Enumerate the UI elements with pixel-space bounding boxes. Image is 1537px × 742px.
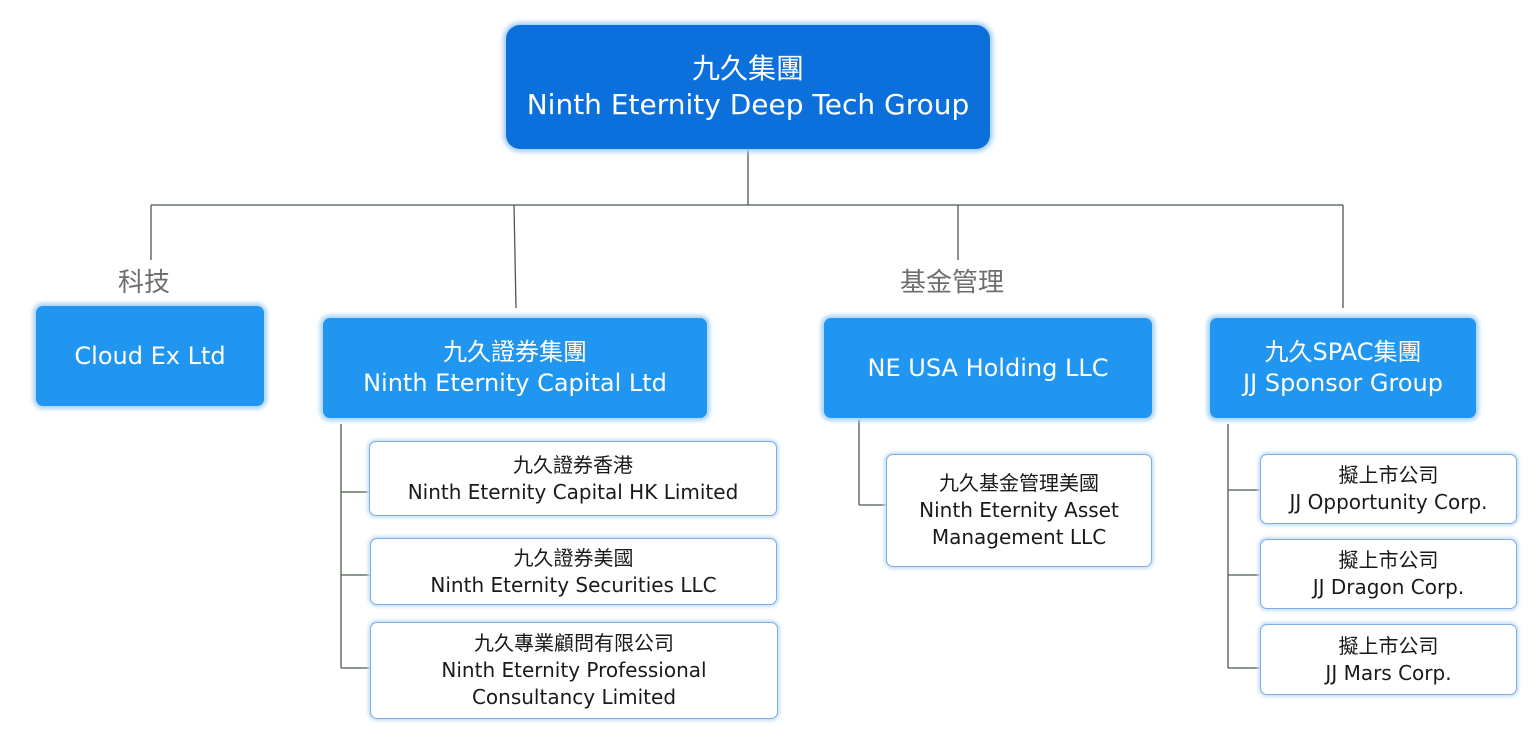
branch-spac: 九久SPAC集團 JJ Sponsor Group	[1210, 318, 1476, 418]
capital-child-hk: 九久證券香港 Ninth Eternity Capital HK Limited	[369, 441, 777, 516]
root-chinese-name: 九久集團	[691, 52, 804, 85]
spac-child-opportunity-chinese: 擬上市公司	[1338, 463, 1439, 487]
capital-child-consultancy-english-2: Consultancy Limited	[471, 685, 677, 709]
drop-capital	[513, 204, 517, 309]
spac-child-dragon-english: JJ Dragon Corp.	[1312, 575, 1465, 599]
capital-child-securities-chinese: 九久證券美國	[513, 545, 634, 570]
branch-capital: 九久證券集團 Ninth Eternity Capital Ltd	[323, 318, 707, 418]
branch-spac-english: JJ Sponsor Group	[1243, 369, 1443, 397]
branch-cloud-ex: Cloud Ex Ltd	[36, 306, 264, 406]
spac-child-opportunity: 擬上市公司 JJ Opportunity Corp.	[1260, 454, 1517, 524]
branch-capital-chinese: 九久證券集團	[443, 338, 587, 366]
branch-spac-chinese: 九久SPAC集團	[1264, 338, 1422, 366]
spac-child-dragon-chinese: 擬上市公司	[1338, 548, 1439, 572]
capital-child-securities-english: Ninth Eternity Securities LLC	[430, 572, 717, 597]
usa-child-asset-mgmt-english-2: Management LLC	[931, 525, 1107, 549]
capital-child-consultancy-chinese: 九久專業顧問有限公司	[474, 631, 674, 655]
spac-child-mars-english: JJ Mars Corp.	[1325, 660, 1452, 685]
branch-usa-holding-name: NE USA Holding LLC	[867, 353, 1109, 382]
spac-child-dragon: 擬上市公司 JJ Dragon Corp.	[1260, 539, 1517, 609]
category-tech-label: 科技	[118, 268, 171, 298]
branch-cloud-ex-name: Cloud Ex Ltd	[74, 341, 226, 370]
capital-child-consultancy-english-1: Ninth Eternity Professional	[441, 658, 707, 682]
capital-child-hk-chinese: 九久證券香港	[513, 452, 633, 477]
usa-child-asset-mgmt-english-1: Ninth Eternity Asset	[919, 498, 1119, 522]
spac-child-opportunity-english: JJ Opportunity Corp.	[1289, 490, 1488, 514]
capital-child-consultancy: 九久專業顧問有限公司 Ninth Eternity Professional C…	[370, 622, 778, 719]
branch-capital-english: Ninth Eternity Capital Ltd	[363, 369, 667, 397]
usa-child-asset-mgmt: 九久基金管理美國 Ninth Eternity Asset Management…	[886, 454, 1152, 567]
spac-child-mars: 擬上市公司 JJ Mars Corp.	[1260, 624, 1517, 695]
capital-child-securities: 九久證券美國 Ninth Eternity Securities LLC	[370, 538, 777, 605]
spac-child-mars-chinese: 擬上市公司	[1338, 633, 1439, 658]
root-node: 九久集團 Ninth Eternity Deep Tech Group	[506, 25, 990, 149]
usa-child-asset-mgmt-chinese: 九久基金管理美國	[939, 471, 1099, 495]
category-fund-label: 基金管理	[900, 268, 1005, 298]
capital-child-hk-english: Ninth Eternity Capital HK Limited	[407, 479, 739, 504]
branch-usa-holding: NE USA Holding LLC	[824, 318, 1152, 418]
root-english-name: Ninth Eternity Deep Tech Group	[526, 88, 970, 121]
